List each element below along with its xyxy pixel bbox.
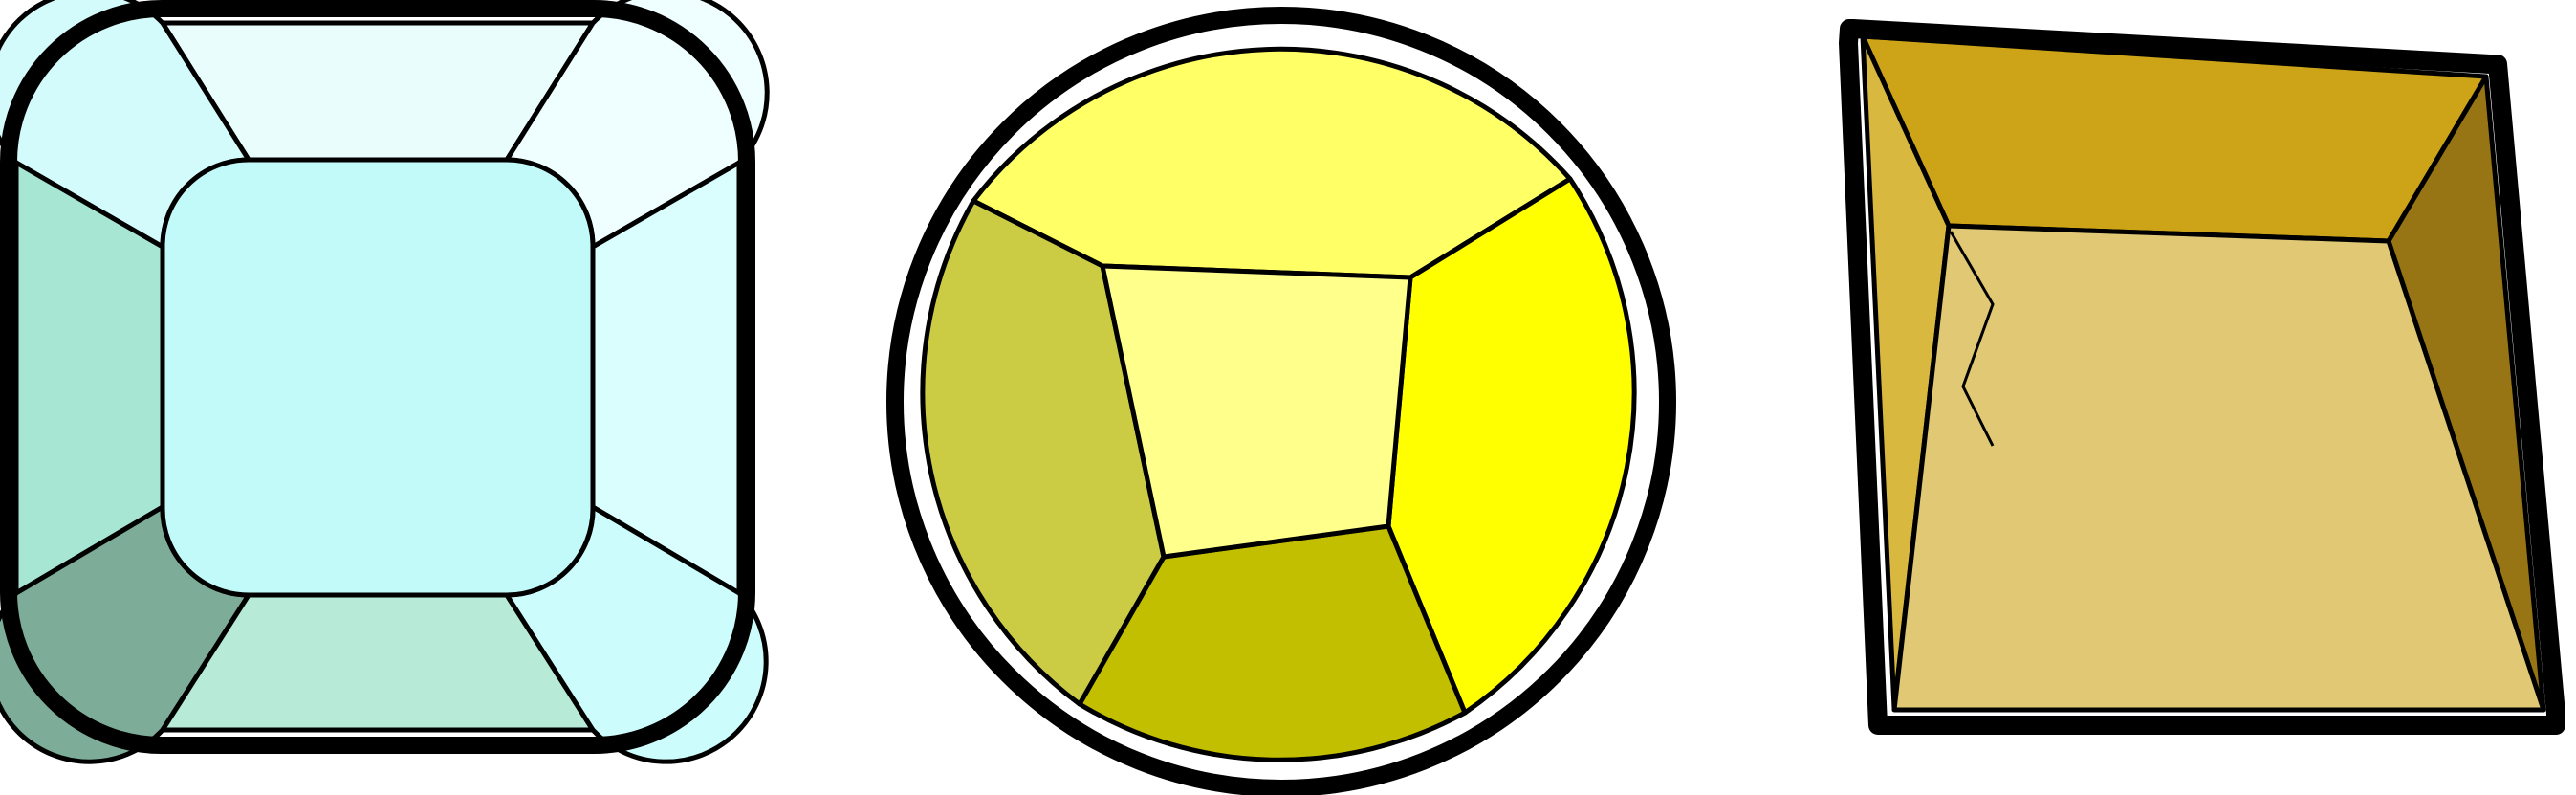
gem-table [160,157,596,598]
gem-facet-left [920,198,1167,707]
gem-outline [0,0,755,754]
gem-outline [1839,19,2565,735]
gem-outline [886,7,1676,795]
trapezoid-amber-gem [1839,19,2565,735]
gem-facet-right [1386,176,1637,716]
gem-table [1891,223,2546,713]
square-cushion-gem [0,0,770,764]
gem-facet-top [971,46,1573,280]
round-yellow-gem [886,7,1676,795]
gem-facet-bottom [1077,523,1468,762]
gem-crack [1949,231,1995,447]
gem-table [1100,263,1413,560]
